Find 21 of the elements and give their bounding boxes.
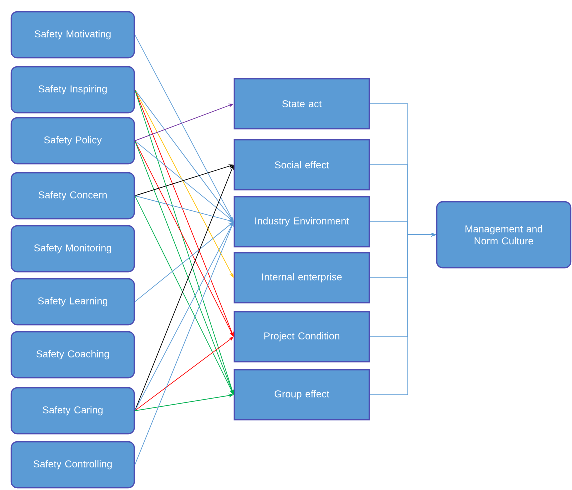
outcome-box: Management and Norm Culture: [436, 201, 572, 269]
factor-box: Safety Monitoring: [10, 225, 136, 273]
arrow: [134, 90, 234, 222]
effect-box: State act: [234, 78, 370, 130]
effect-box: Group effect: [234, 369, 370, 421]
factor-box: Safety Concern: [10, 172, 136, 220]
effect-box: Industry Environment: [234, 196, 370, 248]
factor-box: Safety Controlling: [10, 441, 136, 489]
arrow: [134, 222, 234, 302]
effect-box: Internal enterprise: [234, 252, 370, 304]
effect-box: Social effect: [234, 139, 370, 191]
arrow: [134, 140, 234, 222]
arrow: [134, 222, 234, 412]
factor-box: Safety Caring: [10, 387, 136, 435]
factor-box: Safety Learning: [10, 278, 136, 326]
factor-box: Safety Coaching: [10, 331, 136, 379]
factor-box: Safety Policy: [10, 117, 136, 165]
factor-box: Safety Motivating: [10, 11, 136, 59]
effect-box: Project Condition: [234, 311, 370, 363]
factor-box: Safety Inspiring: [10, 66, 136, 114]
arrow: [134, 90, 234, 278]
